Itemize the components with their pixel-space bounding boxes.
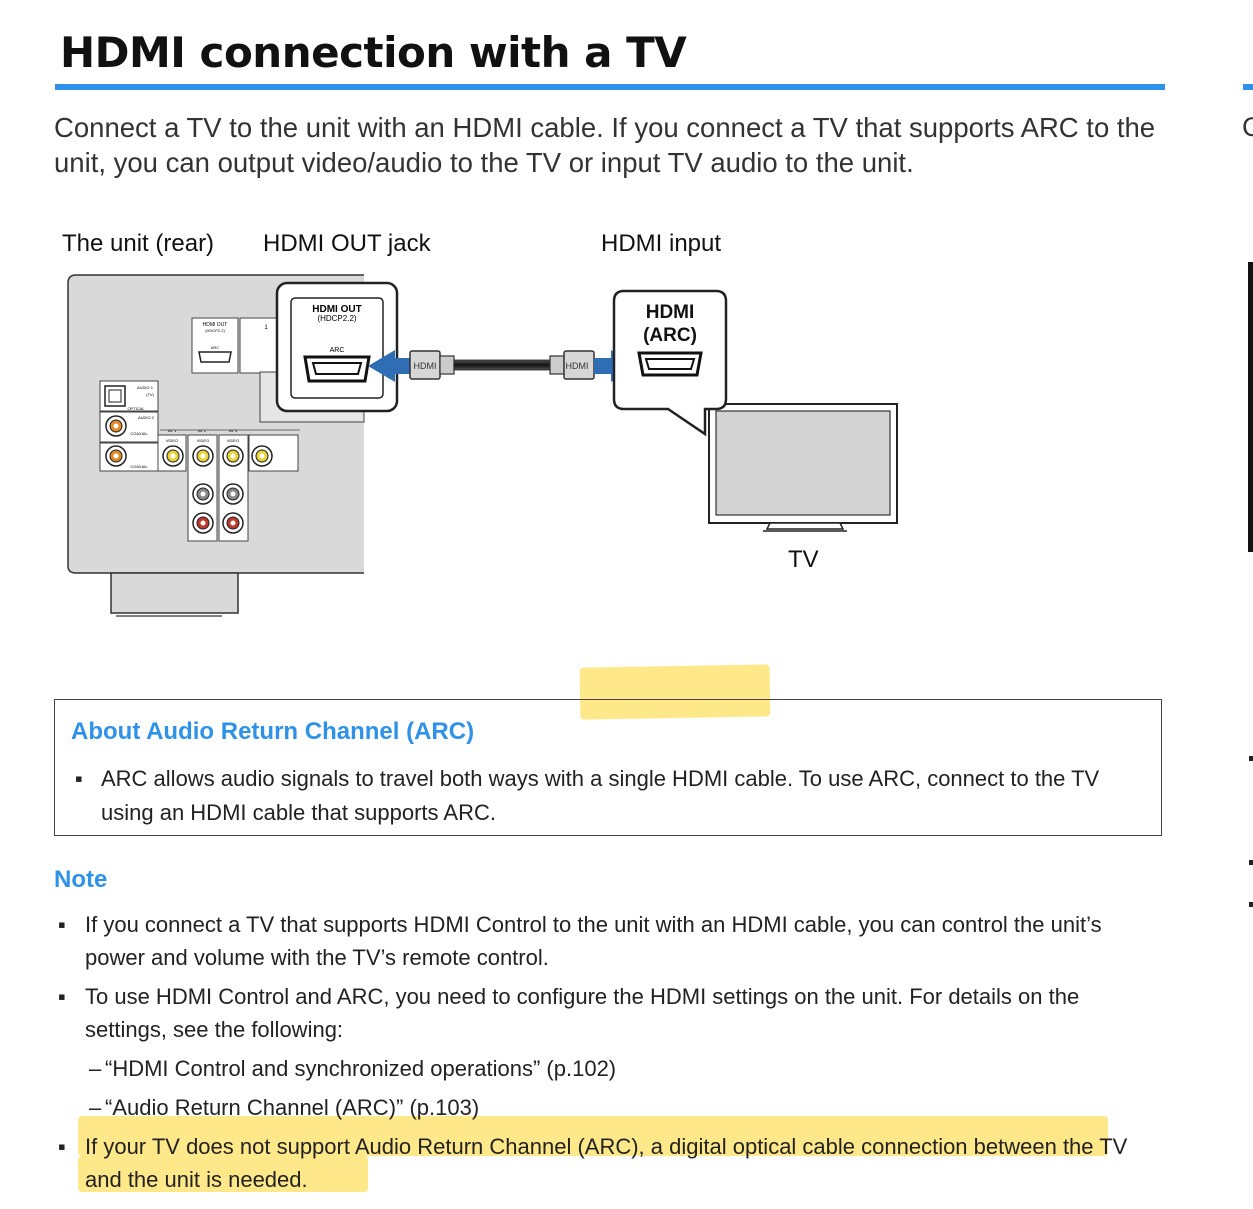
panel-hdmi-port bbox=[198, 351, 232, 363]
callout-hdcp-text: (HDCP2.2) bbox=[317, 314, 356, 323]
label-hdmi-input: HDMI input bbox=[601, 230, 722, 257]
next-page-image-edge bbox=[1248, 262, 1253, 552]
intro-paragraph: Connect a TV to the unit with an HDMI ca… bbox=[54, 112, 1156, 178]
cable-line bbox=[453, 359, 551, 371]
highlight-mark bbox=[78, 1116, 1108, 1156]
note-sub-item-text: “Audio Return Channel (ARC)” (p.103) bbox=[105, 1095, 480, 1120]
note-sub-item: – “HDMI Control and synchronized operati… bbox=[58, 1052, 1158, 1085]
label-tv: TV bbox=[788, 546, 819, 573]
arrow-to-unit bbox=[368, 350, 410, 382]
plug-right-label: HDMI bbox=[566, 361, 589, 371]
label-hdmi-out-jack: HDMI OUT jack bbox=[263, 230, 431, 257]
note-sub-item-text: “HDMI Control and synchronized operation… bbox=[105, 1056, 617, 1081]
arc-info-box: About Audio Return Channel (ARC) ▪ ARC a… bbox=[54, 699, 1162, 836]
note-sub-item: – “Audio Return Channel (ARC)” (p.103) bbox=[58, 1091, 1158, 1124]
callout-arc-text: ARC bbox=[330, 347, 345, 354]
tv-stand bbox=[765, 522, 845, 530]
panel-coaxial2-text: COAXIAL bbox=[130, 464, 148, 469]
hdmi-input-callout: HDMI (ARC) bbox=[612, 289, 728, 437]
panel-video3-text: VIDEO bbox=[227, 438, 239, 443]
page-title: HDMI connection with a TV bbox=[60, 28, 687, 77]
next-page-rule bbox=[1243, 84, 1253, 90]
panel-av2-text: AV 2 bbox=[198, 428, 207, 433]
callout-arc-input-text: (ARC) bbox=[643, 325, 697, 346]
arc-box-bullet-text: ARC allows audio signals to travel both … bbox=[101, 766, 1100, 825]
unit-foot bbox=[110, 572, 239, 614]
arc-box-bullet: ▪ ARC allows audio signals to travel bot… bbox=[75, 762, 1155, 830]
panel-one-text: 1 bbox=[264, 325, 268, 331]
panel-audio2-text: AUDIO 2 bbox=[138, 415, 155, 420]
panel-hdmi-out-text: HDMI OUT bbox=[203, 322, 228, 328]
dash-mark: – bbox=[89, 1095, 102, 1120]
note-item: ▪ To use HDMI Control and ARC, you need … bbox=[58, 980, 1158, 1046]
note-item-highlighted: ▪ If your TV does not support Audio Retu… bbox=[58, 1130, 1158, 1196]
note-list: ▪ If you connect a TV that supports HDMI… bbox=[58, 908, 1158, 1202]
panel-audio1-text: AUDIO 1 bbox=[137, 385, 154, 390]
connection-diagram: HDMI OUT (HDCP2.2) ARC 1 AUDIO 1 (TV) OP… bbox=[67, 274, 898, 617]
panel-coaxial1-text: COAXIAL bbox=[130, 431, 148, 436]
panel-tv-text: (TV) bbox=[146, 392, 154, 397]
next-page-bullet bbox=[1249, 902, 1253, 907]
note-item: ▪ If you connect a TV that supports HDMI… bbox=[58, 908, 1158, 974]
bullet-mark: ▪ bbox=[75, 766, 83, 791]
next-page-fragment: C bbox=[1242, 112, 1253, 142]
panel-av1-text: AV 1 bbox=[168, 428, 177, 433]
tv-illustration bbox=[708, 403, 898, 532]
arc-box-title: About Audio Return Channel (ARC) bbox=[71, 718, 475, 745]
callout-hdmi-out-text: HDMI OUT bbox=[312, 304, 361, 315]
panel-av3-text: AV 3 bbox=[229, 428, 238, 433]
plug-left-label: HDMI bbox=[414, 361, 437, 371]
panel-optical-text: OPTICAL bbox=[127, 406, 145, 411]
panel-video2-text: VIDEO bbox=[197, 438, 209, 443]
dash-mark: – bbox=[89, 1056, 102, 1081]
bullet-mark: ▪ bbox=[58, 984, 66, 1009]
note-item-text: To use HDMI Control and ARC, you need to… bbox=[85, 984, 1080, 1042]
hdmi-cable: HDMI HDMI bbox=[368, 350, 634, 382]
next-page-bullet bbox=[1249, 860, 1253, 865]
hdmi-out-callout: HDMI OUT (HDCP2.2) ARC bbox=[275, 281, 399, 413]
highlight-mark bbox=[78, 1156, 368, 1192]
note-title: Note bbox=[54, 866, 108, 893]
tv-screen bbox=[715, 410, 891, 516]
panel-arc-text: ARC bbox=[211, 345, 220, 350]
note-item-text: If you connect a TV that supports HDMI C… bbox=[85, 912, 1102, 970]
callout-hdmi-text: HDMI bbox=[646, 302, 695, 323]
bullet-mark: ▪ bbox=[58, 1134, 66, 1159]
label-unit-rear: The unit (rear) bbox=[62, 230, 215, 257]
panel-hdcp-text: (HDCP2.2) bbox=[205, 328, 225, 333]
next-page-bullet bbox=[1249, 756, 1253, 761]
bullet-mark: ▪ bbox=[58, 912, 66, 937]
note-item-text: If your TV does not support Audio Return… bbox=[85, 1134, 1128, 1192]
panel-video1-text: VIDEO bbox=[166, 438, 178, 443]
title-rule bbox=[55, 84, 1165, 90]
